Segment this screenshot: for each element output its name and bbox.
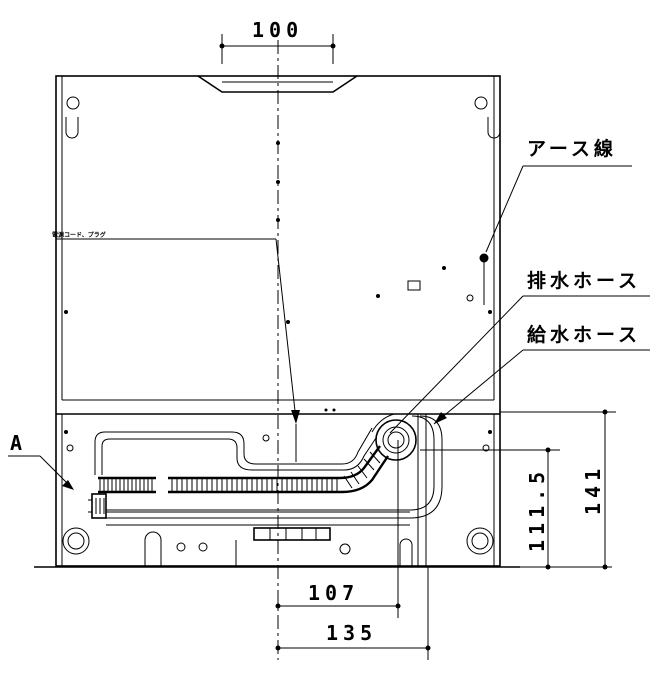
dimension-side-111-5: 111.5 <box>420 447 612 570</box>
dim-label-141: 141 <box>581 464 605 515</box>
drain-hose-callout: 排水ホース <box>389 269 650 434</box>
label-supply-hose: 給水ホース <box>527 323 641 346</box>
drain-hose-right <box>168 445 389 494</box>
connector-a <box>88 493 107 519</box>
dimension-side-141: 141 <box>500 409 616 570</box>
label-detail-a: A <box>10 431 27 455</box>
detail-a-callout: A <box>8 431 74 490</box>
base-section <box>61 414 495 566</box>
panel-rivets <box>64 141 492 412</box>
dim-label-100: 100 <box>252 18 303 42</box>
label-earth-wire: アース線 <box>527 137 617 160</box>
dim-label-111-5: 111.5 <box>525 467 549 552</box>
hose-channel <box>94 413 395 475</box>
supply-hose-callout: 給水ホース <box>433 323 650 425</box>
label-power-cord: 電源コード、プラグ <box>52 231 106 239</box>
dimension-bottom-135: 135 <box>275 566 431 660</box>
supply-hose-route <box>106 414 443 566</box>
dimension-bottom-107: 107 <box>275 440 401 618</box>
earth-wire: アース線 <box>479 137 632 305</box>
power-cord-callout: 電源コード、プラグ <box>52 231 300 462</box>
drain-hose-left <box>98 476 156 494</box>
dim-label-135: 135 <box>326 621 377 645</box>
dim-label-107: 107 <box>308 581 359 605</box>
label-drain-hose: 排水ホース <box>527 269 641 292</box>
hose-fitting <box>375 419 417 461</box>
